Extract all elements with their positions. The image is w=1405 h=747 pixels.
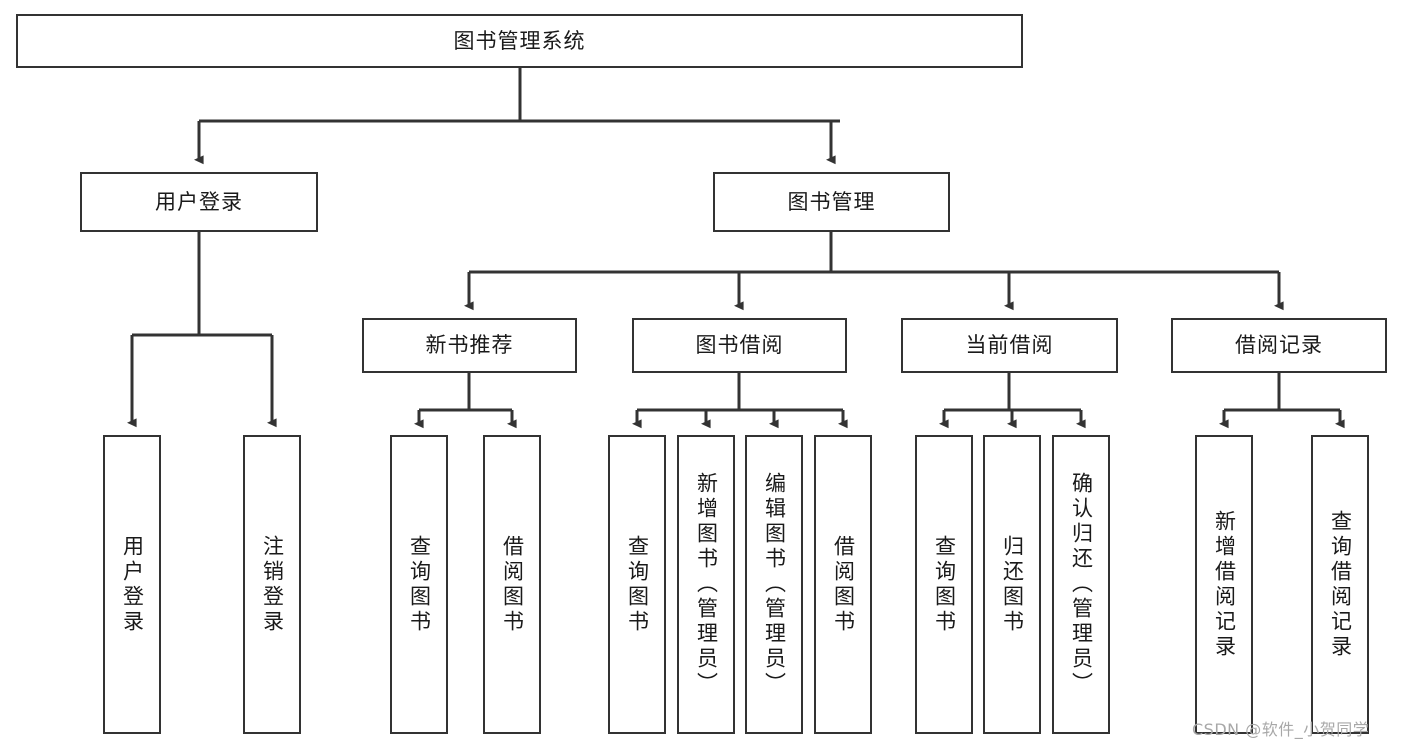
node-leaf-borrow-book-1[interactable]: 借阅图书 <box>483 435 541 734</box>
node-book-borrow-label: 图书借阅 <box>695 333 784 357</box>
node-leaf-add-record-label: 新增借阅记录 <box>1212 509 1237 660</box>
node-leaf-edit-book[interactable]: 编辑图书（管理员） <box>745 435 803 734</box>
node-borrow-record-label: 借阅记录 <box>1235 333 1323 357</box>
node-root-label: 图书管理系统 <box>453 28 586 53</box>
node-book-management[interactable]: 图书管理 <box>713 172 950 232</box>
node-leaf-confirm-return-label: 确认归还（管理员） <box>1069 472 1094 697</box>
node-leaf-query-book-1-label: 查询图书 <box>407 534 432 635</box>
node-leaf-query-book-3-label: 查询图书 <box>932 534 957 635</box>
node-leaf-query-book-2-label: 查询图书 <box>625 534 650 635</box>
node-user-login-label: 用户登录 <box>155 189 243 214</box>
node-current-borrow-label: 当前借阅 <box>965 333 1054 357</box>
node-leaf-user-login[interactable]: 用户登录 <box>103 435 161 734</box>
node-leaf-user-login-label: 用户登录 <box>120 534 145 635</box>
node-leaf-edit-book-label: 编辑图书（管理员） <box>762 472 787 697</box>
node-leaf-query-record[interactable]: 查询借阅记录 <box>1311 435 1369 734</box>
watermark-text: CSDN @软件_小贺同学 <box>1192 720 1370 739</box>
node-leaf-logout-label: 注销登录 <box>260 534 285 635</box>
node-new-book-recommend[interactable]: 新书推荐 <box>362 318 577 373</box>
node-leaf-add-record[interactable]: 新增借阅记录 <box>1195 435 1253 734</box>
node-leaf-query-book-1[interactable]: 查询图书 <box>390 435 448 734</box>
node-leaf-query-book-3[interactable]: 查询图书 <box>915 435 973 734</box>
node-borrow-record[interactable]: 借阅记录 <box>1171 318 1387 373</box>
node-user-login[interactable]: 用户登录 <box>80 172 318 232</box>
node-leaf-add-book-label: 新增图书（管理员） <box>694 472 719 697</box>
node-leaf-return-book-label: 归还图书 <box>1000 534 1025 635</box>
node-leaf-borrow-book-1-label: 借阅图书 <box>500 534 525 635</box>
node-leaf-confirm-return[interactable]: 确认归还（管理员） <box>1052 435 1110 734</box>
node-leaf-add-book[interactable]: 新增图书（管理员） <box>677 435 735 734</box>
node-leaf-query-book-2[interactable]: 查询图书 <box>608 435 666 734</box>
node-leaf-logout[interactable]: 注销登录 <box>243 435 301 734</box>
node-new-book-recommend-label: 新书推荐 <box>425 333 514 357</box>
node-leaf-borrow-book-2[interactable]: 借阅图书 <box>814 435 872 734</box>
node-leaf-query-record-label: 查询借阅记录 <box>1328 509 1353 660</box>
node-leaf-borrow-book-2-label: 借阅图书 <box>831 534 856 635</box>
node-book-borrow[interactable]: 图书借阅 <box>632 318 847 373</box>
node-book-management-label: 图书管理 <box>787 189 876 214</box>
node-current-borrow[interactable]: 当前借阅 <box>901 318 1118 373</box>
node-leaf-return-book[interactable]: 归还图书 <box>983 435 1041 734</box>
node-root[interactable]: 图书管理系统 <box>16 14 1023 68</box>
